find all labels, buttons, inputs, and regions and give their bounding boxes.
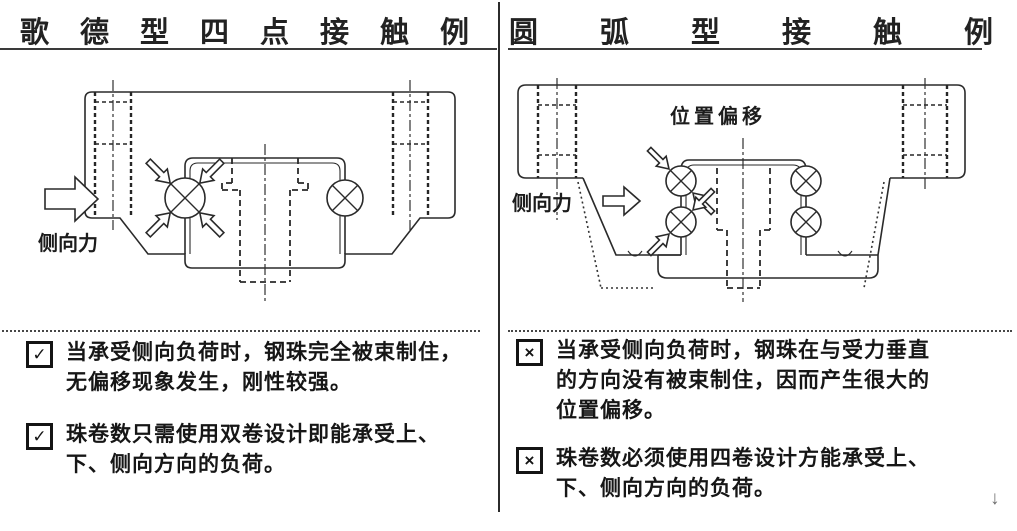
steel-ball-right [326, 179, 364, 217]
panel-divider [498, 2, 500, 512]
carriage-block-outline [84, 91, 456, 269]
position-offset-label: 位置偏移 [670, 104, 766, 128]
left-section-separator [2, 330, 480, 332]
bullet-text: 当承受侧向负荷时，钢珠在与受力垂直 的方向没有被束制住，因而产生很大的 位置偏移… [556, 339, 930, 422]
list-item: × 当承受侧向负荷时，钢珠在与受力垂直 的方向没有被束制住，因而产生很大的 位置… [516, 336, 1012, 426]
list-item: ✓ 当承受侧向负荷时，钢珠完全被束制住， 无偏移现象发生，刚性较强。 [26, 338, 488, 398]
steel-ball-upper-left [665, 165, 697, 197]
right-section-separator [508, 330, 1012, 332]
lateral-force-arrow-icon [44, 175, 100, 223]
steel-ball-left [164, 177, 206, 219]
left-title-underline [0, 48, 497, 50]
right-bullet-list: × 当承受侧向负荷时，钢珠在与受力垂直 的方向没有被束制住，因而产生很大的 位置… [516, 336, 1012, 522]
right-title-underline [508, 48, 982, 50]
list-item: × 珠卷数必须使用四卷设计方能承受上、 下、侧向方向的负荷。 [516, 444, 1012, 504]
lateral-force-arrow-icon [602, 185, 642, 217]
bullet-text: 珠卷数只需使用双卷设计即能承受上、 下、侧向方向的负荷。 [66, 423, 440, 476]
steel-ball-upper-right [790, 165, 822, 197]
two-point-contact-arrows-icon [646, 146, 716, 257]
carriage-block-outline [517, 84, 966, 279]
list-item: ✓ 珠卷数只需使用双卷设计即能承受上、 下、侧向方向的负荷。 [26, 420, 488, 480]
steel-ball-lower-left [665, 206, 697, 238]
bullet-text: 珠卷数必须使用四卷设计方能承受上、 下、侧向方向的负荷。 [556, 447, 930, 500]
lateral-force-label: 侧向力 [512, 191, 572, 215]
bullet-text: 当承受侧向负荷时，钢珠完全被束制住， 无偏移现象发生，刚性较强。 [66, 341, 462, 394]
four-point-contact-arrows-icon [144, 157, 226, 239]
right-panel-title: 圆弧型接触例 [509, 17, 1017, 49]
raceway-channel [184, 157, 346, 254]
bolt-holes [536, 78, 949, 220]
gothic-contact-diagram: 侧向力 [38, 80, 456, 302]
steel-ball-lower-right [790, 206, 822, 238]
offset-ghost-lines [577, 181, 885, 289]
bolt-holes [93, 80, 430, 230]
circular-arc-contact-diagram: 侧向力 位置偏移 [512, 78, 966, 302]
rail-section [221, 144, 309, 302]
checkbox-checked-icon: ✓ [26, 341, 53, 368]
checkbox-checked-icon: ✓ [26, 423, 53, 450]
lateral-force-label: 侧向力 [38, 231, 98, 255]
checkbox-crossed-icon: × [516, 447, 543, 474]
checkbox-crossed-icon: × [516, 339, 543, 366]
left-panel-title: 歌德型四点接触例 [20, 17, 501, 49]
left-bullet-list: ✓ 当承受侧向负荷时，钢珠完全被束制住， 无偏移现象发生，刚性较强。 ✓ 珠卷数… [26, 338, 488, 502]
scroll-down-arrow-icon: ↓ [990, 488, 1000, 509]
